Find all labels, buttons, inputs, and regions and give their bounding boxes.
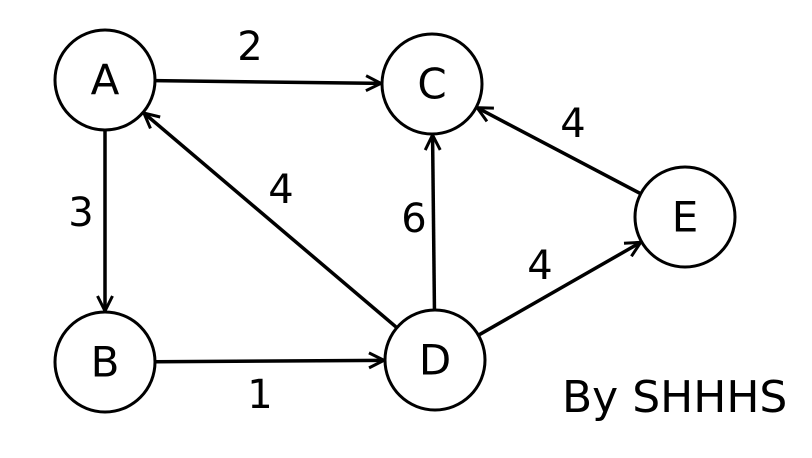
- edge-D-E: [477, 242, 640, 337]
- nodes-layer: A B C D E: [53, 28, 737, 414]
- edge-D-C: [433, 135, 435, 311]
- edge-D-A: [144, 113, 399, 329]
- node-label-C: C: [417, 60, 446, 109]
- node-label-E: E: [672, 193, 699, 242]
- node-label-A: A: [91, 56, 120, 105]
- edge-weight-A-B: 3: [68, 190, 93, 236]
- edge-weight-A-C: 2: [237, 24, 262, 70]
- node-B: B: [53, 310, 157, 414]
- node-D: D: [383, 308, 487, 412]
- edge-weight-E-C: 4: [560, 101, 585, 147]
- node-label-D: D: [419, 336, 451, 385]
- node-C: C: [380, 32, 484, 136]
- edge-A-C: [154, 81, 381, 84]
- node-circle-C: [380, 32, 484, 136]
- edges-layer: 2 3 4 6 4 1 4: [68, 24, 640, 418]
- edge-B-D: [154, 360, 384, 361]
- edge-weight-D-A: 4: [268, 167, 293, 213]
- node-circle-D: [383, 308, 487, 412]
- edge-weight-D-C: 6: [401, 196, 426, 242]
- node-E: E: [633, 165, 737, 269]
- edge-weight-B-D: 1: [247, 372, 272, 418]
- edge-E-C: [477, 108, 642, 196]
- node-circle-A: [53, 28, 157, 132]
- node-label-B: B: [91, 338, 120, 387]
- author-credit: By SHHHS: [562, 372, 788, 423]
- edge-weight-D-E: 4: [527, 243, 552, 289]
- node-circle-E: [633, 165, 737, 269]
- node-A: A: [53, 28, 157, 132]
- node-circle-B: [53, 310, 157, 414]
